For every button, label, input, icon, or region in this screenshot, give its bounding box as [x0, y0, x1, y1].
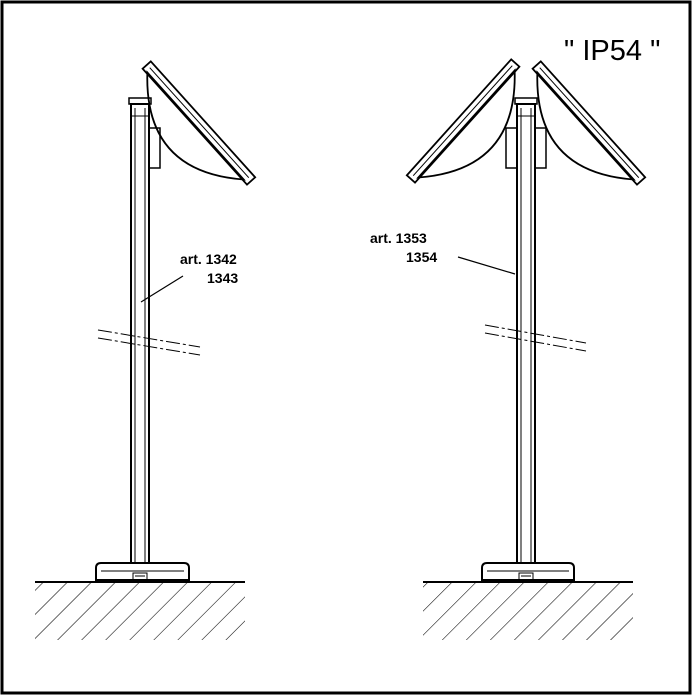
right-lamp-bracket-left: [505, 127, 518, 169]
right-article-label-line1: art. 1353: [370, 230, 427, 246]
right-post-luminaire-left: [405, 58, 521, 184]
right-ground-hatching: [423, 582, 633, 640]
left-article-label-line2: 1343: [207, 270, 238, 286]
left-break-mark: [97, 329, 201, 356]
left-article-leader: [140, 275, 184, 303]
left-post-base: [95, 562, 190, 581]
right-lamp-post: art. 1353 1354: [370, 58, 647, 640]
right-lamp-bracket-right: [534, 127, 547, 169]
left-luminaire: [141, 60, 257, 186]
right-post-base: [481, 562, 575, 581]
right-article-leader: [457, 256, 516, 275]
left-pole: [128, 97, 152, 564]
right-post-luminaire-right: [531, 60, 647, 186]
right-break-mark: [484, 324, 587, 352]
ip-rating-label: " IP54 ": [564, 35, 660, 67]
left-lamp-post: art. 1342 1343: [35, 60, 257, 640]
left-ground-hatching: [35, 582, 245, 640]
left-article-label-line1: art. 1342: [180, 251, 237, 267]
right-article-label-line2: 1354: [406, 249, 437, 265]
